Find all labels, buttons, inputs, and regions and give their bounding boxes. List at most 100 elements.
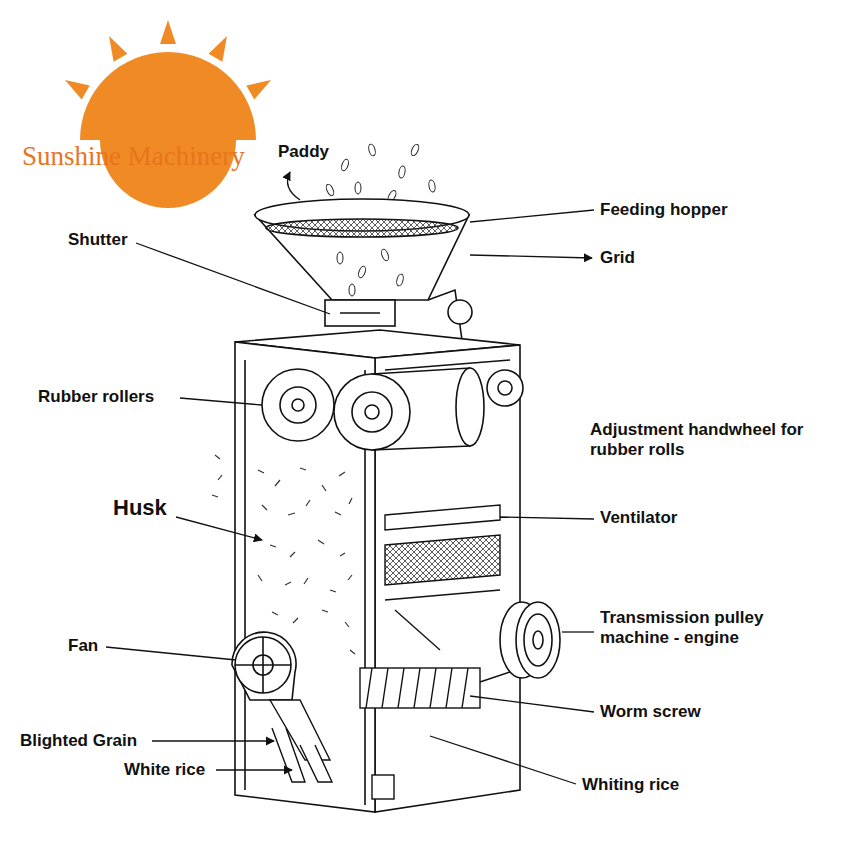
leader-lines-shape [106, 647, 236, 660]
rubber-rollers-shape [352, 392, 392, 432]
transmission-pulley-shape [524, 614, 552, 666]
logo-shape-shape [205, 85, 223, 103]
watermark: Sunshine Machinery [22, 140, 245, 172]
paddy-grains-shape [368, 143, 377, 156]
ventilator-shape [385, 535, 500, 585]
output-label: Whiting rice [582, 775, 679, 795]
fan-shape [235, 637, 291, 693]
fan [232, 632, 296, 700]
output-label: Blighted Grain [20, 731, 137, 751]
rubber-rollers-shape [334, 374, 410, 450]
machine-housing-shape [385, 360, 510, 370]
ventilator [385, 505, 500, 650]
leader-lines-shape [288, 172, 300, 200]
logo-shape [97, 69, 239, 131]
part-label: Ventilator [600, 508, 677, 528]
feeding-hopper-shape [325, 300, 395, 326]
feeding-hopper-shape [255, 215, 469, 300]
husk-particles-shape [272, 575, 352, 615]
falling-grains [337, 248, 404, 296]
part-label: Grid [600, 248, 635, 268]
paddy-grains-shape [355, 182, 361, 194]
logo-shape-shape [177, 69, 192, 86]
machine-housing [235, 330, 520, 812]
rubber-rollers-shape [487, 370, 523, 406]
husk-particles-shape [258, 468, 345, 491]
leader-lines-shape [152, 740, 274, 741]
leader-lines-shape [470, 210, 594, 222]
logo-shape [209, 36, 227, 62]
rubber-rollers-shape [365, 405, 379, 419]
falling-grains-shape [337, 252, 343, 264]
logo-shape-shape [97, 116, 114, 131]
logo-shape [80, 52, 256, 208]
transmission-pulley-shape [516, 602, 560, 678]
leader-lines-shape [562, 631, 594, 632]
falling-grains-shape [349, 284, 355, 296]
logo-shape-shape [113, 85, 131, 103]
feeding-hopper [255, 199, 472, 340]
output-label: Husk [113, 495, 167, 521]
ventilator-shape [385, 590, 500, 600]
rubber-rollers-shape [456, 368, 484, 446]
paddy-grains-shape [428, 180, 436, 193]
paddy-grains-shape [325, 183, 336, 196]
outlet-spouts-shape [272, 728, 305, 782]
part-label: Rubber rollers [38, 387, 154, 407]
outlet-spouts-shape [372, 775, 394, 799]
input-label: Paddy [278, 142, 329, 162]
paddy-grains-shape [340, 158, 350, 171]
falling-grains-shape [380, 248, 390, 261]
part-label: Shutter [68, 230, 128, 250]
paddy-grains-shape [410, 143, 421, 156]
feeding-hopper-shape [448, 300, 472, 324]
rubber-rollers-shape [262, 369, 334, 441]
worm-screw-shape [366, 668, 468, 708]
ventilator-shape [385, 505, 500, 530]
fan-shape [235, 664, 291, 666]
ventilator-shape [395, 610, 440, 650]
paddy-grains [325, 143, 436, 202]
husk-particles-shape [262, 498, 352, 515]
logo-shape-shape [144, 69, 159, 86]
outlet-spouts [270, 700, 394, 799]
outlet-spouts-shape [300, 745, 332, 782]
transmission-pulley-shape [533, 631, 543, 649]
logo-shape-shape [222, 116, 239, 131]
husk-particles-shape [258, 540, 345, 581]
leader-lines-shape [136, 243, 330, 314]
husk-particles-shape [212, 455, 222, 497]
rubber-rollers-shape [280, 387, 316, 423]
leader-lines-shape [500, 517, 594, 519]
leader-lines-shape [176, 517, 262, 540]
transmission-pulley [500, 602, 560, 678]
feeding-hopper-shape [266, 219, 458, 237]
leader-lines-shape [430, 736, 576, 784]
falling-grains-shape [396, 273, 405, 286]
part-label: Feeding hopper [600, 200, 728, 220]
rubber-rollers-shape [498, 381, 512, 395]
logo-shape [160, 20, 176, 44]
leader-lines-shape [470, 696, 594, 712]
leader-lines-shape [216, 769, 292, 770]
feeding-hopper-shape [340, 312, 380, 314]
part-label: Transmission pulley machine - engine [600, 608, 805, 649]
worm-screw-shape [360, 668, 480, 708]
logo [65, 20, 271, 208]
machine-housing-shape [244, 360, 246, 790]
husk-particles [212, 455, 355, 654]
rubber-rollers [262, 368, 523, 450]
output-label: White rice [124, 760, 205, 780]
part-label: Fan [68, 636, 98, 656]
leader-lines [106, 172, 594, 784]
logo-shape [65, 80, 90, 99]
leader-lines-shape [470, 255, 592, 258]
logo-shape [109, 36, 127, 62]
fan-shape [232, 632, 296, 700]
part-label: Worm screw [600, 702, 701, 722]
falling-grains-shape [357, 265, 367, 278]
leader-lines-shape [180, 398, 262, 405]
paddy-grains-shape [398, 166, 406, 179]
part-label: Adjustment handwheel for rubber rolls [590, 420, 805, 461]
